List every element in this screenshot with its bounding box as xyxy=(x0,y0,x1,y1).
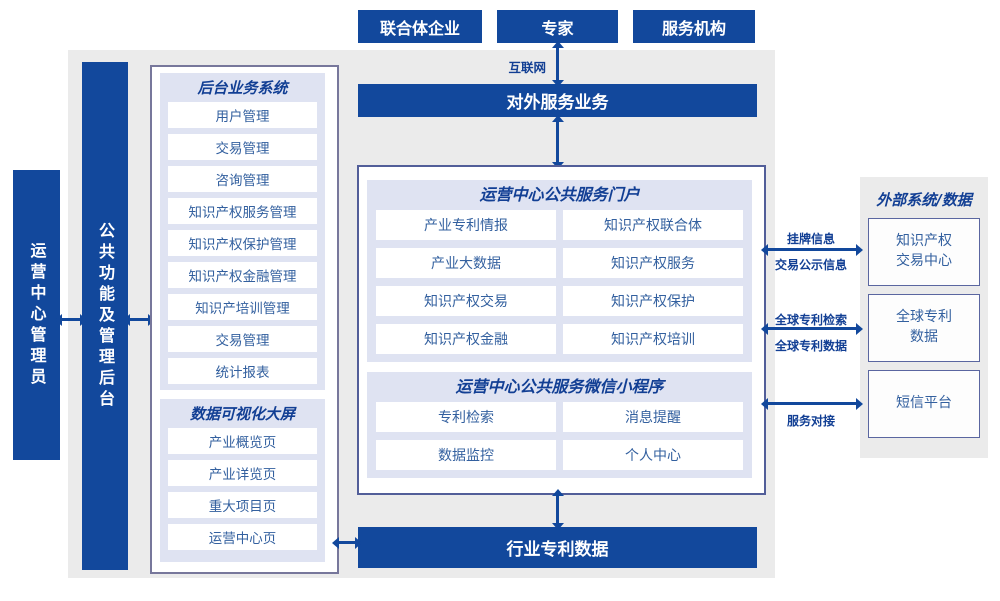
backend-item: 知识产权保护管理 xyxy=(168,230,317,256)
backend-item: 知识产权金融管理 xyxy=(168,262,317,288)
portal-item: 产业大数据 xyxy=(376,248,556,278)
portal-item: 知识产权服务 xyxy=(563,248,743,278)
backend-functions-bar-label: 公共功能及管理后台 xyxy=(96,221,115,411)
ext-box-global-patent-data: 全球专利 数据 xyxy=(868,294,980,362)
public-service-box: 运营中心公共服务门户 产业专利情报 知识产权联合体 产业大数据 知识产权服务 知… xyxy=(357,165,766,495)
portal-item: 知识产权交易 xyxy=(376,286,556,316)
internet-arrow xyxy=(551,41,564,87)
portal-item-grid: 产业专利情报 知识产权联合体 产业大数据 知识产权服务 知识产权交易 知识产权保… xyxy=(376,210,743,354)
arrow-operator-backend xyxy=(55,313,87,326)
portal-item: 知识产权金融 xyxy=(376,324,556,354)
miniprogram-item: 数据监控 xyxy=(376,440,556,470)
miniprogram-item: 消息提醒 xyxy=(563,402,743,432)
visualization-item: 运营中心页 xyxy=(168,524,317,550)
backend-item: 知识产权服务管理 xyxy=(168,198,317,224)
top-box-service-agencies: 服务机构 xyxy=(633,10,755,43)
internet-label: 互联网 xyxy=(508,60,546,75)
backend-item: 咨询管理 xyxy=(168,166,317,192)
portal-item: 产业专利情报 xyxy=(376,210,556,240)
external-systems-title: 外部系统/数据 xyxy=(876,191,972,209)
ext-box-sms-platform: 短信平台 xyxy=(868,370,980,438)
label-listing-info: 挂牌信息 xyxy=(786,232,835,246)
backend-system-box: 后台业务系统 用户管理 交易管理 咨询管理 知识产权服务管理 知识产权保护管理 … xyxy=(150,65,339,574)
data-visualization-title: 数据可视化大屏 xyxy=(189,405,295,423)
miniprogram-item: 个人中心 xyxy=(563,440,743,470)
visualization-item: 重大项目页 xyxy=(168,492,317,518)
backend-business-section: 后台业务系统 用户管理 交易管理 咨询管理 知识产权服务管理 知识产权保护管理 … xyxy=(160,73,325,390)
label-global-patent-data: 全球专利数据 xyxy=(774,339,847,353)
arrow-backend-leftbox xyxy=(123,313,155,326)
arrow-listing-info xyxy=(761,243,863,256)
label-service-link: 服务对接 xyxy=(786,414,835,428)
portal-section: 运营中心公共服务门户 产业专利情报 知识产权联合体 产业大数据 知识产权服务 知… xyxy=(367,180,752,362)
backend-item: 交易管理 xyxy=(168,326,317,352)
top-box-consortium-enterprises: 联合体企业 xyxy=(358,10,482,43)
label-trade-publicity-info: 交易公示信息 xyxy=(774,258,847,272)
external-service-bar: 对外服务业务 xyxy=(358,84,757,117)
visualization-item: 产业详览页 xyxy=(168,460,317,486)
arrow-leftbox-industry xyxy=(332,536,362,549)
arrow-service-to-portal xyxy=(551,115,564,169)
miniprogram-title: 运营中心公共服务微信小程序 xyxy=(455,377,664,396)
backend-item: 统计报表 xyxy=(168,358,317,384)
visualization-item: 产业概览页 xyxy=(168,428,317,454)
backend-item: 知识产培训管理 xyxy=(168,294,317,320)
operator-bar: 运营中心管理员 xyxy=(13,170,60,460)
data-visualization-section: 数据可视化大屏 产业概览页 产业详览页 重大项目页 运营中心页 xyxy=(160,399,325,562)
miniprogram-item: 专利检索 xyxy=(376,402,556,432)
backend-item: 用户管理 xyxy=(168,102,317,128)
backend-functions-bar: 公共功能及管理后台 xyxy=(82,62,128,570)
miniprogram-item-grid: 专利检索 消息提醒 数据监控 个人中心 xyxy=(376,402,743,470)
top-box-experts: 专家 xyxy=(497,10,618,43)
portal-title: 运营中心公共服务门户 xyxy=(479,185,640,204)
portal-item: 知识产权培训 xyxy=(563,324,743,354)
industry-patent-bar: 行业专利数据 xyxy=(358,527,757,568)
portal-item: 知识产权保护 xyxy=(563,286,743,316)
arrow-portal-to-industry xyxy=(551,489,564,530)
arrow-service-link xyxy=(761,397,863,410)
miniprogram-section: 运营中心公共服务微信小程序 专利检索 消息提醒 数据监控 个人中心 xyxy=(367,372,752,478)
ext-box-ip-trade-center: 知识产权 交易中心 xyxy=(868,218,980,286)
arrow-global-patent xyxy=(761,322,863,335)
backend-business-title: 后台业务系统 xyxy=(197,79,288,97)
label-global-patent-search: 全球专利检索 xyxy=(774,313,847,327)
backend-item: 交易管理 xyxy=(168,134,317,160)
portal-item: 知识产权联合体 xyxy=(563,210,743,240)
external-systems-panel: 外部系统/数据 知识产权 交易中心 全球专利 数据 短信平台 xyxy=(860,177,988,458)
operator-bar-label: 运营中心管理员 xyxy=(27,241,47,389)
